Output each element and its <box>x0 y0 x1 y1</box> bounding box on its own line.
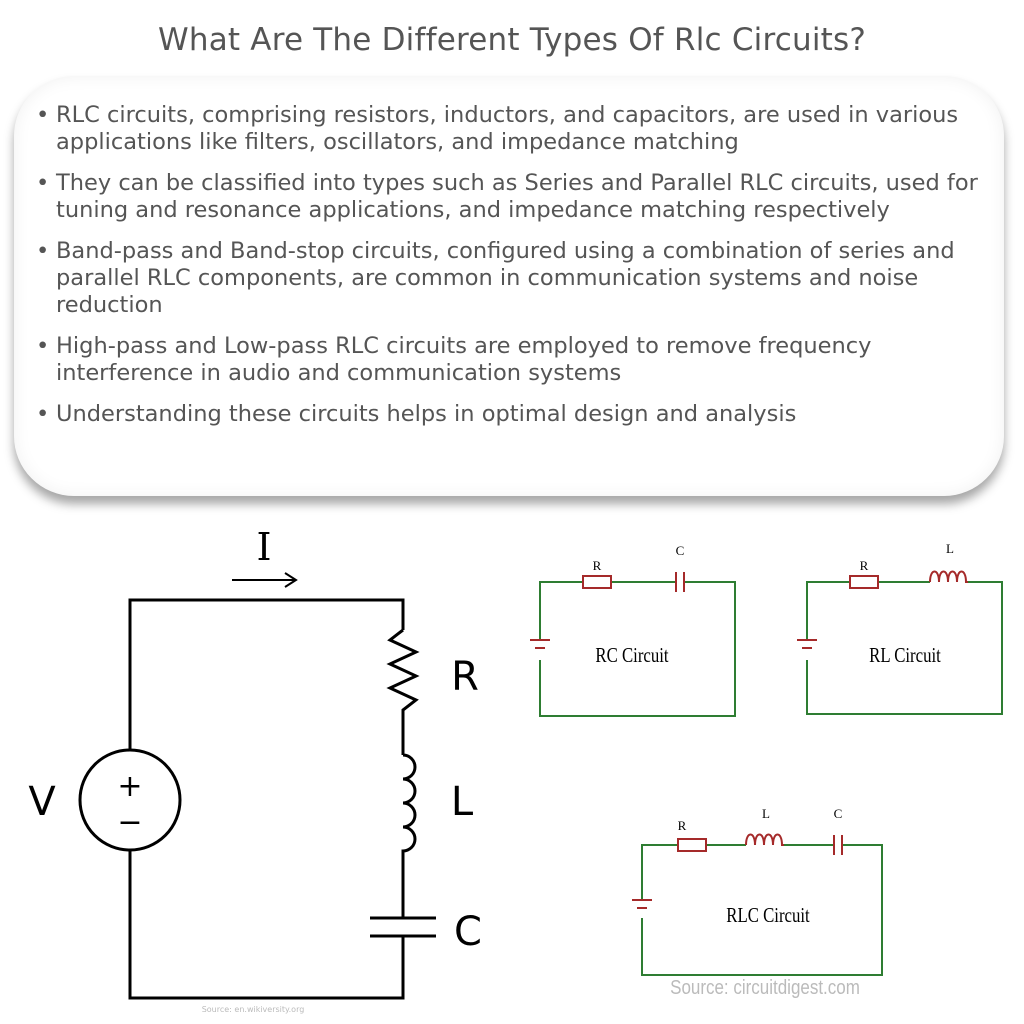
minus-sign: − <box>117 805 142 840</box>
page-title: What Are The Different Types Of Rlc Circ… <box>158 22 866 58</box>
bullet-list: RLC circuits, comprising resistors, indu… <box>32 102 992 442</box>
series-rlc-diagram <box>78 572 436 1000</box>
capacitor-symbol <box>370 916 436 938</box>
rl-diagram <box>797 570 1003 715</box>
plus-sign: + <box>117 769 142 804</box>
source-credit: Source: circuitdigest.com <box>670 976 860 999</box>
inductor-symbol <box>401 753 417 918</box>
source-credit: Source: en.wikiversity.org <box>202 1005 305 1014</box>
bullet-item: They can be classified into types such a… <box>32 170 992 224</box>
battery-symbol <box>797 639 817 649</box>
current-label: I <box>256 525 271 569</box>
rc-diagram <box>530 572 736 717</box>
resistor-symbol <box>849 575 879 589</box>
wire <box>128 598 405 750</box>
capacitor-symbol <box>833 835 843 855</box>
wire <box>128 850 405 1000</box>
rlc-title: RLC Circuit <box>726 904 810 927</box>
rl-r-label: R <box>860 558 869 573</box>
inductor-symbol <box>929 570 968 583</box>
rlc-diagram <box>632 833 883 976</box>
rl-l-label: L <box>946 541 954 556</box>
voltage-source-icon <box>78 748 182 852</box>
battery-symbol <box>530 639 550 649</box>
resistor-symbol <box>677 838 707 852</box>
resistor-symbol <box>386 628 420 755</box>
rlc-l-label: L <box>762 806 770 821</box>
inductor-label: L <box>451 779 474 825</box>
wire <box>806 581 1003 715</box>
wire <box>641 844 883 976</box>
wire <box>539 581 736 717</box>
rlc-r-label: R <box>678 818 687 833</box>
rl-title: RL Circuit <box>869 644 941 667</box>
resistor-symbol <box>582 575 612 589</box>
capacitor-label: C <box>454 909 482 955</box>
bullet-item: Understanding these circuits helps in op… <box>32 401 992 428</box>
bullet-item: Band-pass and Band-stop circuits, config… <box>32 238 992 319</box>
bullet-item: High-pass and Low-pass RLC circuits are … <box>32 333 992 387</box>
capacitor-symbol <box>675 572 685 592</box>
inductor-symbol <box>745 833 784 846</box>
rc-c-label: C <box>676 543 685 558</box>
current-arrow-icon <box>232 572 298 588</box>
rlc-c-label: C <box>834 806 843 821</box>
battery-symbol <box>632 899 652 909</box>
rc-r-label: R <box>593 558 602 573</box>
resistor-label: R <box>451 654 479 700</box>
bullet-item: RLC circuits, comprising resistors, indu… <box>32 102 992 156</box>
rc-title: RC Circuit <box>595 644 669 667</box>
voltage-label: V <box>28 779 56 825</box>
